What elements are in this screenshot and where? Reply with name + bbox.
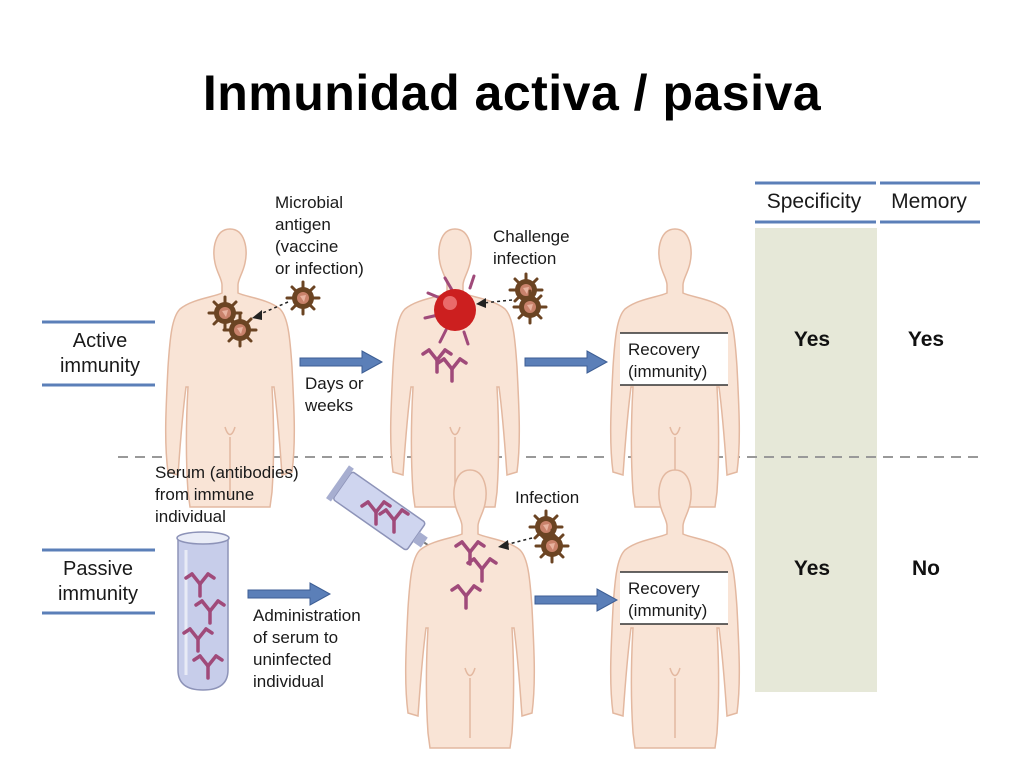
- svg-text:Challenge: Challenge: [493, 227, 570, 246]
- microbe-icon: [222, 312, 258, 348]
- human-silhouette-icon: [404, 469, 536, 749]
- svg-text:from immune: from immune: [155, 485, 254, 504]
- infection-label: Infection: [515, 488, 579, 507]
- svg-text:uninfected: uninfected: [253, 650, 331, 669]
- recovery-label: Recovery (immunity): [620, 571, 728, 625]
- arrow-right-icon: [299, 350, 383, 374]
- syringe-icon: [326, 465, 445, 558]
- specificity-header: Specificity: [767, 190, 862, 213]
- svg-text:weeks: weeks: [304, 396, 353, 415]
- passive-memory-value: No: [912, 557, 940, 580]
- dashed-arrow: [482, 299, 513, 304]
- svg-text:individual: individual: [155, 507, 226, 526]
- passive-specificity-value: Yes: [794, 557, 830, 580]
- svg-text:Serum (antibodies): Serum (antibodies): [155, 463, 299, 482]
- dashed-arrow: [504, 537, 533, 546]
- svg-text:(immunity): (immunity): [628, 601, 707, 620]
- microbe-icon: [534, 528, 570, 564]
- svg-text:of serum to: of serum to: [253, 628, 338, 647]
- test-tube-icon: [176, 531, 230, 691]
- active-memory-value: Yes: [908, 328, 944, 351]
- passive-row-label-line2: immunity: [58, 583, 138, 605]
- svg-text:infection: infection: [493, 249, 556, 268]
- active-specificity-value: Yes: [794, 328, 830, 351]
- arrow-head-icon: [476, 298, 486, 308]
- active-row-label: Active immunity: [42, 320, 155, 387]
- infected-cell-icon: [423, 274, 476, 346]
- svg-text:(vaccine: (vaccine: [275, 237, 338, 256]
- svg-text:Recovery: Recovery: [628, 579, 700, 598]
- specificity-column-band: [755, 228, 877, 692]
- administration-label: Administration of serum to uninfected in…: [253, 606, 361, 691]
- active-row-label-line2: immunity: [60, 355, 140, 377]
- svg-text:Days or: Days or: [305, 374, 364, 393]
- serum-label: Serum (antibodies) from immune individua…: [155, 463, 299, 526]
- microbe-icon: [285, 280, 321, 316]
- recovery-label: Recovery (immunity): [620, 332, 728, 386]
- active-row-label-line1: Active: [73, 330, 127, 352]
- svg-text:Recovery: Recovery: [628, 340, 700, 359]
- svg-text:individual: individual: [253, 672, 324, 691]
- passive-row-label: Passive immunity: [42, 548, 155, 615]
- arrow-head-icon: [252, 310, 262, 320]
- arrow-right-icon: [534, 588, 618, 612]
- microbe-icon: [512, 289, 548, 325]
- passive-row-label-line1: Passive: [63, 558, 133, 580]
- memory-header: Memory: [891, 190, 967, 213]
- svg-text:or infection): or infection): [275, 259, 364, 278]
- svg-text:antigen: antigen: [275, 215, 331, 234]
- arrow-head-icon: [498, 540, 509, 550]
- svg-text:Microbial: Microbial: [275, 193, 343, 212]
- svg-text:Administration: Administration: [253, 606, 361, 625]
- antigen-label: Microbial antigen (vaccine or infection): [275, 193, 364, 278]
- interval-label: Days or weeks: [304, 374, 364, 415]
- svg-text:(immunity): (immunity): [628, 362, 707, 381]
- arrow-right-icon: [524, 350, 608, 374]
- arrow-right-icon: [247, 582, 331, 606]
- page-title: Inmunidad activa / pasiva: [202, 65, 822, 121]
- challenge-label: Challenge infection: [493, 227, 570, 268]
